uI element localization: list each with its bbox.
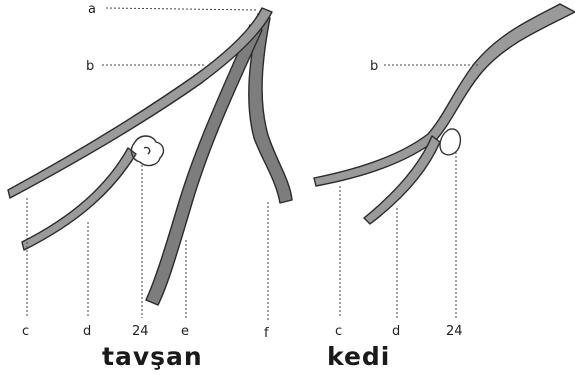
cat-diagram: b c d 24 kedi xyxy=(314,4,575,371)
label-c: c xyxy=(22,324,29,339)
label-b: b xyxy=(86,59,94,74)
label-b-cat: b xyxy=(370,59,378,74)
label-e: e xyxy=(181,324,189,339)
label-24: 24 xyxy=(132,324,149,339)
caption-rabbit: tavşan xyxy=(102,342,203,371)
leader-a xyxy=(106,8,258,10)
label-d: d xyxy=(83,324,91,339)
caption-cat: kedi xyxy=(327,342,390,371)
rabbit-diagram: a b c d 24 e f tavşan xyxy=(8,2,292,371)
label-c-cat: c xyxy=(335,324,342,339)
vessel-b-main-cat xyxy=(314,4,575,186)
label-d-cat: d xyxy=(392,324,400,339)
label-f: f xyxy=(264,326,269,341)
vessel-d-cat xyxy=(364,136,440,224)
vessel-b-main xyxy=(8,8,272,198)
ganglion-24-cat xyxy=(440,129,460,155)
ganglion-24 xyxy=(131,136,163,165)
vessel-d xyxy=(22,148,136,250)
vessel-e xyxy=(146,25,262,305)
label-24-cat: 24 xyxy=(446,324,463,339)
label-a: a xyxy=(88,2,96,17)
